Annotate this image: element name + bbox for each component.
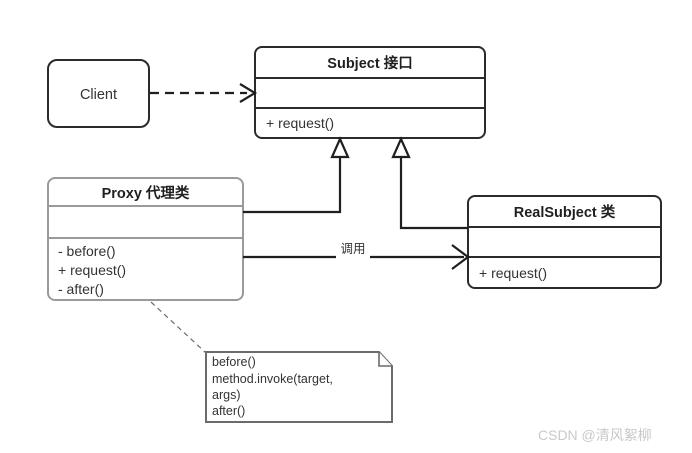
- node-subject[interactable]: Subject 接口 + request(): [254, 46, 486, 139]
- proxy-subject-line: [243, 156, 342, 214]
- node-proxy[interactable]: Proxy 代理类 - before() + request() - after…: [47, 177, 244, 301]
- proxy-subject-hollow-triangle-icon: [330, 136, 350, 159]
- proxy-note-line: [150, 301, 207, 354]
- subject-title: Subject 接口: [327, 54, 412, 72]
- note-box[interactable]: before() method.invoke(target, args) aft…: [205, 351, 393, 423]
- note-line-3: after(): [212, 404, 245, 418]
- note-fold-corner-icon: [378, 352, 392, 367]
- realsubject-subject-hollow-triangle-icon: [391, 136, 411, 159]
- edge-proxy-to-realsubject[interactable]: 调用: [243, 242, 470, 270]
- note-line-0: before(): [212, 355, 256, 369]
- client-box[interactable]: [47, 59, 150, 128]
- subject-method-0: + request(): [266, 115, 334, 131]
- call-edge-label: 调用: [340, 242, 365, 256]
- node-realsubject[interactable]: RealSubject 类 + request(): [467, 195, 662, 289]
- edge-realsubject-to-subject[interactable]: [391, 136, 468, 230]
- watermark: CSDN @清风絮柳: [538, 427, 652, 443]
- realsubject-method-0: + request(): [479, 265, 547, 281]
- note-line-1: method.invoke(target,: [212, 372, 333, 386]
- client-subject-arrowhead-icon: [239, 83, 258, 103]
- proxy-method-1: + request(): [58, 262, 126, 278]
- proxy-method-2: - after(): [58, 281, 104, 297]
- edge-client-to-subject[interactable]: [150, 83, 258, 103]
- realsubject-title: RealSubject 类: [514, 203, 616, 221]
- edge-proxy-to-note[interactable]: [150, 301, 207, 354]
- edge-proxy-to-subject[interactable]: [243, 136, 350, 214]
- note-line-2: args): [212, 388, 240, 402]
- client-label: Client: [80, 87, 117, 103]
- realsubject-subject-line: [399, 156, 468, 230]
- node-client[interactable]: Client: [47, 59, 150, 128]
- proxy-title: Proxy 代理类: [102, 184, 190, 202]
- proxy-realsubject-arrowhead-icon: [451, 244, 470, 270]
- proxy-method-0: - before(): [58, 243, 116, 259]
- realsubject-box[interactable]: [467, 195, 662, 289]
- note-body-shape[interactable]: [205, 351, 393, 423]
- call-label-backdrop: [336, 246, 370, 262]
